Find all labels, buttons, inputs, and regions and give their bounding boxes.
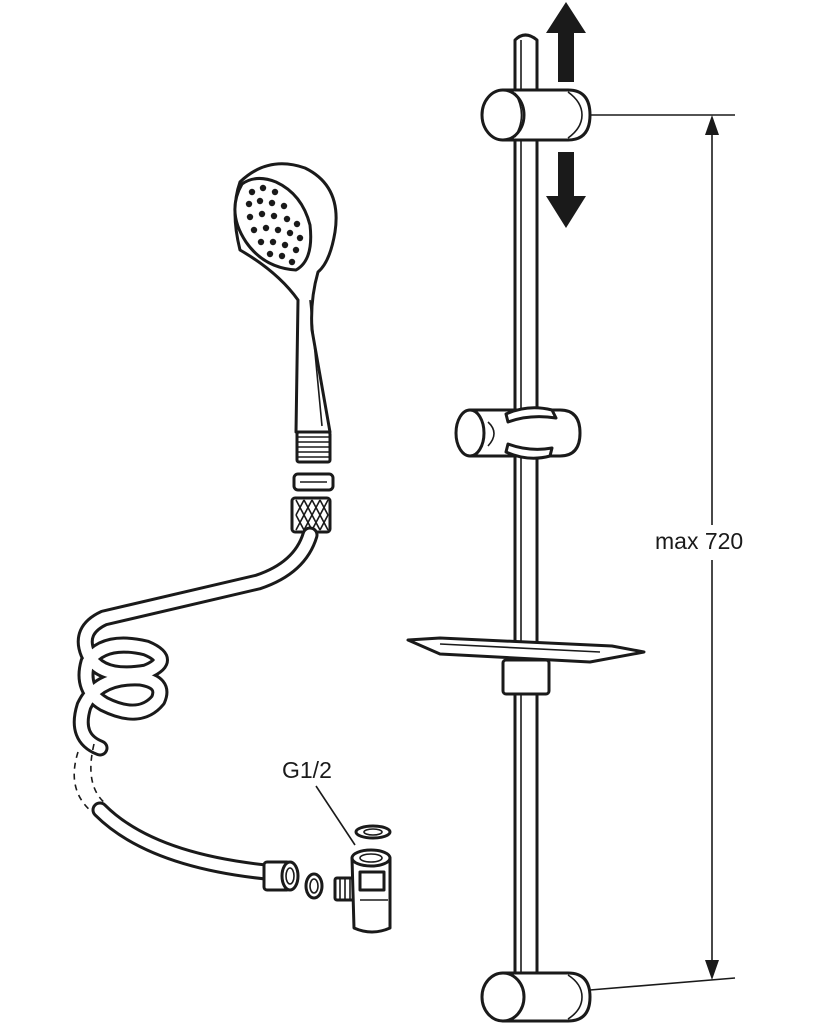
arrow-down-icon xyxy=(546,152,586,228)
thread-washer xyxy=(354,824,392,840)
height-dimension xyxy=(589,114,736,991)
top-wall-bracket xyxy=(480,88,592,142)
lower-hose-nut xyxy=(262,860,300,892)
spray-nozzles xyxy=(245,184,304,266)
handset-washer xyxy=(292,472,335,492)
shower-hose xyxy=(72,526,319,881)
soap-dish xyxy=(406,636,646,696)
bottom-wall-bracket xyxy=(480,971,592,1023)
slide-rail xyxy=(513,33,539,1002)
handset-holder xyxy=(454,406,582,460)
dimension-label: max 720 xyxy=(655,528,743,554)
arrow-up-icon xyxy=(546,2,586,82)
connector-washer xyxy=(304,872,324,900)
wall-connector xyxy=(333,848,392,934)
handset-thread xyxy=(295,430,332,464)
thread-label: G1/2 xyxy=(282,757,332,783)
hand-shower xyxy=(233,162,338,434)
thread-leader-line xyxy=(315,785,356,846)
